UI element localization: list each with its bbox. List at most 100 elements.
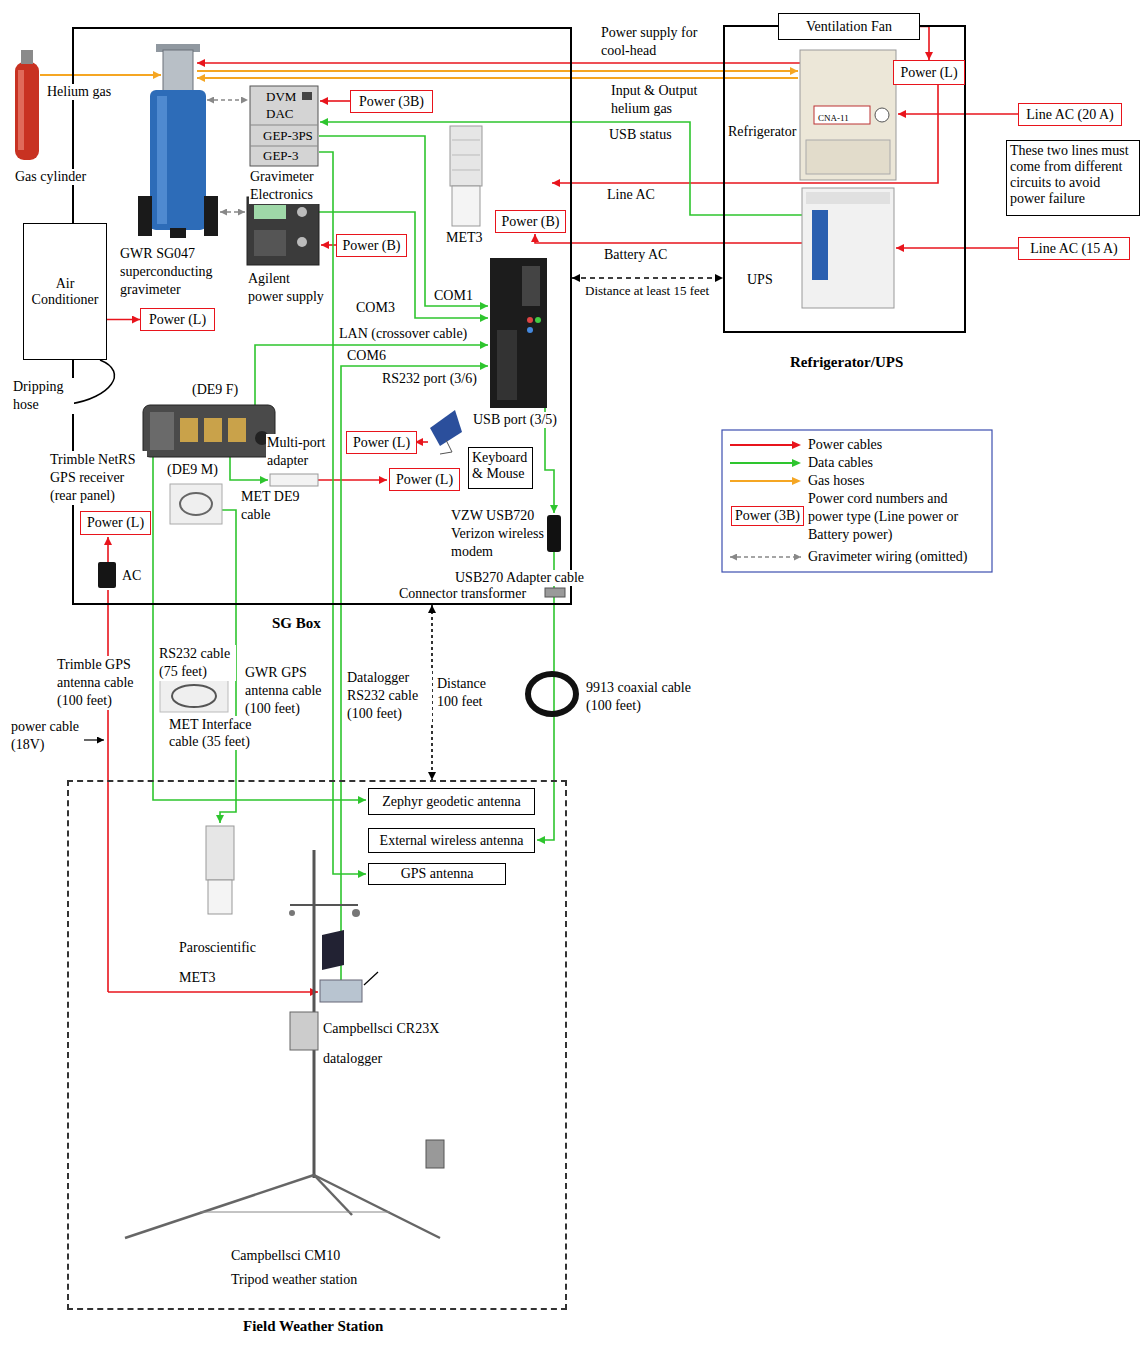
gas-cylinder: [21, 50, 33, 64]
power-cable: [197, 62, 800, 64]
text-label: Helium gas: [46, 84, 112, 100]
electronics-rack: [250, 86, 318, 166]
box-text: Line AC (15 A): [1030, 241, 1118, 257]
gas-hose: [197, 77, 798, 79]
text-label: USB status: [608, 127, 673, 143]
refrigerator-picture: [806, 140, 890, 174]
box-text: Line AC (20 A): [1026, 107, 1114, 123]
legend-entry: Power cord numbers and power type (Line …: [808, 490, 968, 544]
tripod-weather-station: [314, 1175, 440, 1238]
computer-tower: [522, 266, 540, 306]
data-cable: [319, 212, 488, 318]
gravimeter-picture: [138, 196, 152, 236]
gas-cylinder: [15, 62, 39, 160]
text-label: Refrigerator: [727, 124, 797, 140]
tripod-weather-station: [314, 1175, 352, 1215]
power-cable: [535, 234, 802, 243]
rs232-cable-coil: [160, 680, 228, 712]
text-label: (DE9 F): [191, 382, 239, 398]
gas-hose: [40, 71, 798, 78]
box-text: External wireless antenna: [380, 833, 524, 849]
air-conditioner-box: Air Conditioner: [23, 223, 107, 360]
legend-swatch-head: [792, 459, 801, 467]
text-label: Campbellsci CR23X datalogger: [322, 1014, 454, 1074]
legend-entry: Gas hoses: [808, 472, 864, 490]
tripod-weather-station: [352, 909, 360, 917]
refrigerator-picture: [800, 50, 896, 180]
data-cable: [230, 457, 268, 480]
gas-cylinder: [15, 50, 39, 160]
text-label: MET3: [445, 230, 484, 246]
peripheral-box: Keyboard & Mouse: [468, 447, 533, 489]
text-label: COM1: [433, 288, 474, 304]
leader-line: [82, 739, 104, 740]
legend-frame: [722, 430, 992, 572]
computer-tower: [490, 258, 547, 408]
legend-swatch: [730, 480, 792, 482]
text-label: Input & Output helium gas: [610, 82, 712, 118]
edge-label: Distance at least 15 feet: [584, 282, 710, 300]
gas-hose: [40, 74, 161, 76]
region-heading: Refrigerator/UPS: [790, 354, 903, 370]
text-label: 9913 coaxial cable (100 feet): [585, 679, 707, 715]
text-label: Trimble NetRS GPS receiver (rear panel): [49, 451, 147, 505]
field-met3-sensor: [206, 826, 234, 880]
met3-sensor: [450, 126, 482, 186]
box-text: Power (L): [149, 312, 206, 328]
legend-swatch-head: [792, 477, 801, 485]
computer-tower: [527, 317, 533, 323]
met3-sensor: [452, 155, 480, 156]
computer-tower: [535, 317, 541, 323]
power-cord-tag: Power (L): [80, 511, 151, 535]
text-label: GWR SG047 superconducting gravimeter: [119, 245, 225, 299]
power-cable: [896, 247, 1018, 249]
computer-tower: [497, 330, 517, 400]
box-text: Power (B): [502, 214, 560, 230]
power-cable: [108, 991, 318, 993]
box-text: Air Conditioner: [24, 276, 106, 308]
text-label: Battery AC: [603, 247, 668, 263]
text-label: DVM: [266, 89, 296, 105]
box-text: Power (B): [343, 238, 401, 254]
met3-sensor: [452, 140, 480, 141]
gravimeter-picture: [170, 228, 186, 238]
box-text: Zephyr geodetic antenna: [382, 794, 520, 810]
field-met3-sensor: [206, 826, 234, 914]
antenna-box: Zephyr geodetic antenna: [368, 788, 535, 815]
text-label: Datalogger RS232 cable (100 feet): [346, 669, 432, 723]
tripod-weather-station: [125, 1175, 314, 1238]
tripod-weather-station: [426, 1140, 444, 1168]
gravimeter-picture: [163, 50, 193, 92]
power-cord-tag: Power (L): [893, 60, 965, 85]
text-label: (DE9 M): [166, 462, 219, 478]
gravimeter-picture: [157, 96, 167, 224]
note-box: These two lines must come from different…: [1006, 140, 1140, 216]
tripod-weather-station: [290, 1012, 318, 1050]
electronics-rack: [302, 92, 312, 100]
text-label: Power supply for cool-head: [600, 24, 712, 60]
box-text: Power (L): [396, 472, 453, 488]
power-cord-tag: Power (3B): [350, 90, 433, 113]
connector-transformer: [545, 588, 565, 597]
power-cord-tag: Power (B): [495, 210, 566, 233]
legend-swatch: [730, 556, 801, 557]
power-cable: [108, 63, 1018, 992]
text-label: Dripping hose: [12, 378, 74, 414]
monitor: [430, 410, 462, 454]
gas-hose: [197, 70, 798, 72]
power-cable: [107, 537, 109, 562]
box-text: Keyboard & Mouse: [472, 450, 529, 482]
gravimeter-picture: [150, 90, 206, 230]
ups-picture: [802, 188, 894, 308]
text-label: RS232 port (3/6): [381, 371, 478, 387]
text-label: COM3: [355, 300, 396, 316]
legend-entry: Power cables: [808, 436, 882, 454]
legend-text: Power cables: [808, 437, 882, 452]
text-label: GEP-3PS: [263, 128, 313, 144]
gravimeter-wiring: [207, 100, 248, 212]
rs232-cable-coil: [172, 685, 216, 707]
power-cable: [107, 590, 109, 992]
refrigerator-picture: [875, 108, 889, 122]
legend-text: Gas hoses: [808, 473, 864, 488]
text-label: Agilent power supply: [247, 270, 327, 306]
